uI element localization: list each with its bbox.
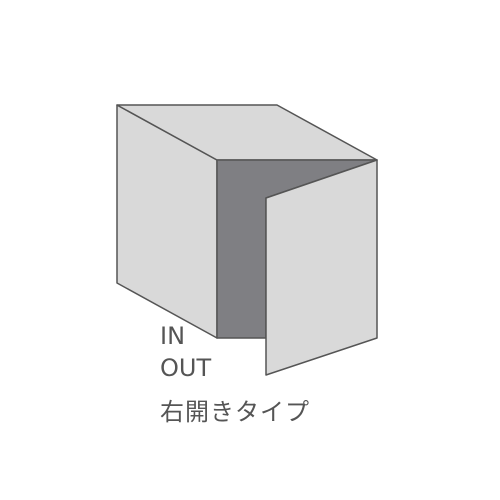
in-label: IN <box>160 322 186 350</box>
out-label: OUT <box>160 354 212 382</box>
door-type-caption: 右開きタイプ <box>160 398 310 426</box>
door-panel <box>265 159 378 376</box>
